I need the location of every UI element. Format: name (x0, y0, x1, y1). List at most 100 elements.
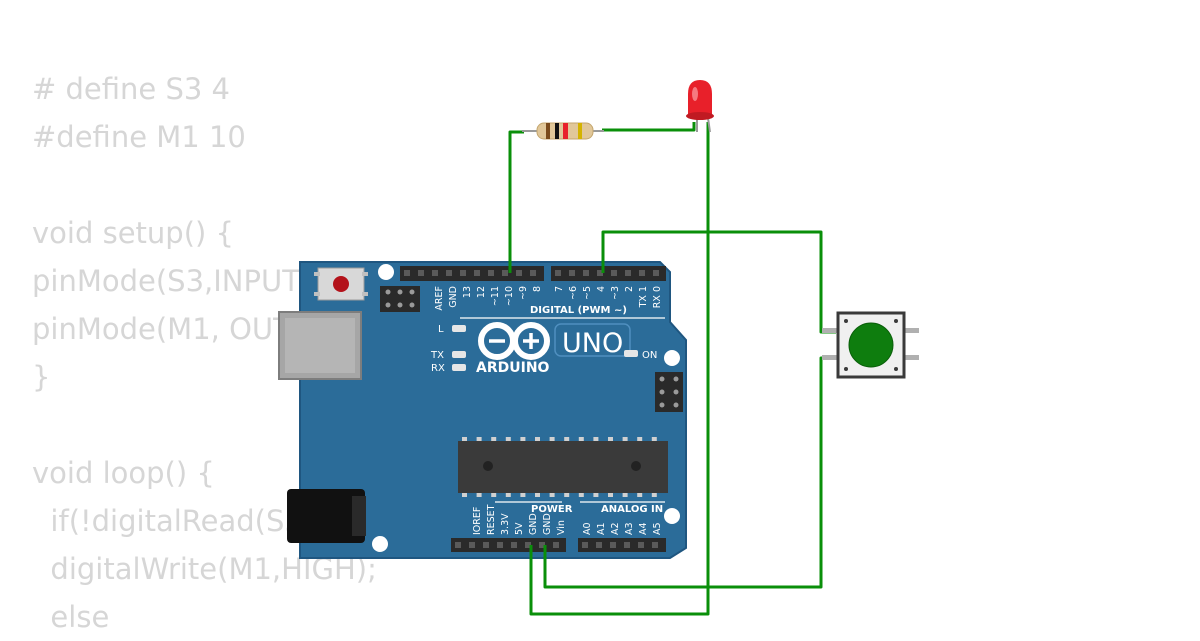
header-hole[interactable] (653, 270, 659, 276)
header-hole[interactable] (516, 270, 522, 276)
power-header-label: POWER (531, 504, 573, 515)
resistor-icon[interactable] (522, 122, 604, 140)
arduino-logo-icon (478, 322, 550, 360)
pin-label: Vin (556, 520, 567, 535)
header-hole[interactable] (624, 542, 630, 548)
pin-label: 3.3V (500, 513, 511, 535)
pin-label: ~3 (610, 286, 621, 300)
rx-led-label: RX (431, 363, 445, 374)
code-line: else (32, 600, 110, 634)
header-hole[interactable] (638, 542, 644, 548)
header-hole[interactable] (455, 542, 461, 548)
pin-label: GND (542, 513, 553, 535)
tx-led-label: TX (430, 350, 444, 361)
header-hole[interactable] (404, 270, 410, 276)
pin-label: 8 (532, 286, 543, 292)
header-hole[interactable] (488, 270, 494, 276)
header-hole[interactable] (597, 270, 603, 276)
pin-label: 2 (624, 286, 635, 292)
pin-label: TX 1 (638, 286, 649, 308)
digital-header-holes (404, 270, 659, 276)
pin-label: A2 (610, 522, 621, 535)
power-jack-icon (287, 489, 366, 543)
l-led-label: L (438, 324, 444, 335)
wire-led-cathode-to-gnd[interactable] (529, 122, 710, 616)
pin-label: IOREF (472, 507, 483, 535)
code-line: pinMode(S3,INPUT); (32, 264, 322, 298)
header-hole[interactable] (483, 542, 489, 548)
header-hole[interactable] (555, 270, 561, 276)
wire-resistor-to-led[interactable] (602, 122, 696, 132)
header-hole[interactable] (639, 270, 645, 276)
uno-badge (554, 323, 631, 357)
header-hole[interactable] (432, 270, 438, 276)
code-line: #define M1 10 (32, 120, 246, 154)
uno-label: UNO (562, 328, 623, 359)
analog-header-label: ANALOG IN (601, 504, 663, 515)
digital-header-left (400, 266, 544, 281)
digital-header-label: DIGITAL (PWM ~) (530, 305, 627, 316)
power-header (451, 538, 566, 552)
header-hole[interactable] (502, 270, 508, 276)
wire-pin10-to-resistor[interactable] (508, 130, 524, 273)
icsp-header-right (655, 372, 683, 412)
header-hole[interactable] (497, 542, 503, 548)
code-line: # define S3 4 (32, 72, 231, 106)
header-hole[interactable] (446, 270, 452, 276)
header-hole[interactable] (652, 542, 658, 548)
push-button-icon[interactable] (822, 311, 919, 379)
pin-label: A5 (652, 522, 663, 535)
header-hole[interactable] (583, 270, 589, 276)
analog-header (578, 538, 666, 552)
header-hole[interactable] (582, 542, 588, 548)
header-hole[interactable] (474, 270, 480, 276)
header-hole[interactable] (539, 542, 545, 548)
code-line: if(!digitalRead(S3)) (32, 504, 326, 538)
on-led (624, 350, 638, 357)
header-hole[interactable] (553, 542, 559, 548)
header-hole[interactable] (625, 270, 631, 276)
header-hole[interactable] (469, 542, 475, 548)
mounting-hole (378, 264, 394, 280)
header-hole[interactable] (610, 542, 616, 548)
pin-label: GND (528, 513, 539, 535)
tx-led (452, 351, 466, 358)
pin-label: ~11 (490, 286, 501, 306)
mounting-hole (664, 350, 680, 366)
code-line: void setup() { (32, 216, 234, 250)
header-hole[interactable] (511, 542, 517, 548)
header-hole[interactable] (525, 542, 531, 548)
pin-label: A0 (582, 522, 593, 535)
bottom-header-holes (455, 542, 658, 548)
header-hole[interactable] (530, 270, 536, 276)
pin-label: A4 (638, 522, 649, 535)
rx-led (452, 364, 466, 371)
header-hole[interactable] (460, 270, 466, 276)
header-hole[interactable] (418, 270, 424, 276)
pin-label: ~9 (518, 286, 529, 300)
pin-label: 7 (554, 286, 565, 292)
pin-label: 4 (596, 286, 607, 292)
pin-label: 5V (514, 522, 525, 535)
led-icon[interactable] (686, 80, 714, 133)
icsp-header (380, 286, 420, 312)
arduino-brand: ARDUINO (476, 360, 550, 376)
pin-label: A3 (624, 522, 635, 535)
usb-port-icon (278, 311, 362, 380)
l-led (452, 325, 466, 332)
pin-label: A1 (596, 522, 607, 535)
reset-button[interactable] (314, 267, 368, 301)
header-hole[interactable] (596, 542, 602, 548)
pin-label: RX 0 (652, 286, 663, 308)
header-hole[interactable] (611, 270, 617, 276)
digital-header-right (551, 266, 666, 281)
pin-label: ~6 (568, 286, 579, 300)
atmega-chip-icon (458, 437, 668, 497)
header-hole[interactable] (569, 270, 575, 276)
pin-label: AREF (434, 286, 445, 311)
